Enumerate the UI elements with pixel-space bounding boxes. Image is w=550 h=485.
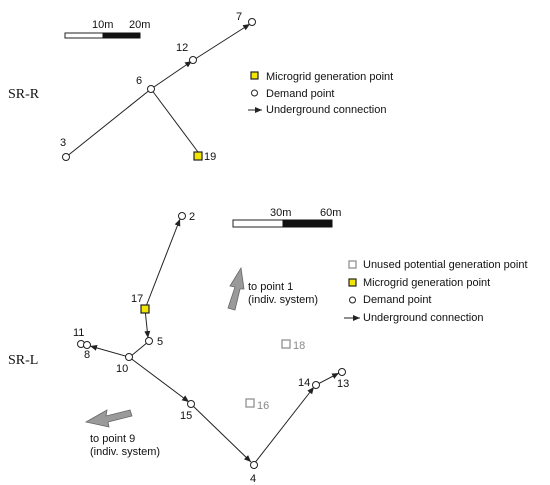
demand-node-8 [83, 341, 91, 349]
node-label-5: 5 [157, 336, 163, 348]
node-label-13: 13 [337, 378, 349, 390]
legend-unused-label: Unused potential generation point [363, 259, 528, 271]
node-label-17: 17 [131, 293, 143, 305]
edge-15-4 [190, 403, 252, 463]
legend-demand-icon [349, 296, 356, 304]
node-label-14: 14 [298, 377, 310, 389]
node-label-16: 16 [257, 400, 269, 412]
note-to-point-1-line1: to point 1 [248, 281, 293, 293]
legend-demand-label: Demand point [363, 294, 432, 306]
sr-l-diagram: SR-L 30m 60m 2 17 5 10 11 [8, 207, 528, 485]
generation-node-17 [140, 304, 150, 314]
legend-demand-label: Demand point [266, 88, 335, 100]
edge-6-3 [65, 88, 152, 158]
demand-node-3 [62, 153, 70, 161]
edge-10-8 [89, 345, 130, 358]
legend-demand-icon [251, 89, 258, 97]
node-label-4: 4 [250, 473, 256, 485]
edge-4-14 [253, 386, 315, 465]
edge-14-13 [315, 372, 340, 386]
arrow-to-point-9-icon [84, 409, 133, 428]
node-label-11: 11 [73, 327, 84, 339]
node-label-8: 8 [84, 349, 90, 361]
demand-node-15 [187, 400, 195, 408]
scale-label-30m: 30m [270, 207, 291, 219]
sr-r-title: SR-R [8, 87, 40, 102]
unused-node-16 [245, 398, 255, 408]
legend-connection-label: Underground connection [363, 312, 483, 324]
edge-5-10 [130, 341, 149, 357]
demand-node-6 [147, 85, 155, 93]
node-label-19: 19 [204, 151, 216, 163]
legend-generation-label: Microgrid generation point [266, 71, 393, 83]
edge-12-7 [191, 23, 251, 62]
arrow-to-point-1-icon [227, 266, 245, 311]
legend-generation-icon [348, 278, 357, 287]
edge-6-19 [150, 88, 199, 153]
node-label-10: 10 [116, 363, 128, 375]
edge-17-5 [144, 308, 151, 339]
node-label-6: 6 [136, 75, 142, 87]
scale-label-60m: 60m [320, 207, 341, 219]
node-label-2: 2 [189, 211, 195, 223]
legend-generation-label: Microgrid generation point [363, 277, 490, 289]
sr-l-scale-bar: 30m 60m [232, 207, 341, 228]
sr-l-legend: Unused potential generation point Microg… [344, 259, 528, 324]
scale-segment-white [232, 219, 284, 228]
node-label-15: 15 [180, 410, 192, 422]
note-to-point-9-line1: to point 9 [90, 433, 135, 445]
scale-segment-black [282, 219, 333, 228]
unused-node-18 [281, 339, 291, 349]
demand-node-13 [338, 368, 346, 376]
demand-node-2 [178, 212, 186, 220]
demand-node-4 [250, 461, 258, 469]
node-label-18: 18 [293, 340, 305, 352]
node-label-12: 12 [176, 42, 188, 54]
demand-node-12 [189, 56, 197, 64]
demand-node-10 [125, 353, 133, 361]
edge-17-2 [144, 218, 181, 310]
edge-6-12 [150, 60, 193, 90]
sr-l-title: SR-L [8, 353, 38, 368]
sr-r-legend: Microgrid generation point Demand point … [248, 71, 393, 116]
scale-segment-white [64, 32, 104, 39]
node-label-3: 3 [60, 137, 66, 149]
node-label-7: 7 [236, 11, 242, 23]
sr-r-scale-bar: 10m 20m [64, 19, 150, 39]
demand-node-5 [145, 337, 153, 345]
legend-unused-icon [348, 260, 357, 269]
demand-node-14 [312, 381, 320, 389]
note-to-point-1-line2: (indiv. system) [248, 294, 318, 306]
legend-connection-label: Underground connection [266, 104, 386, 116]
note-to-point-9-line2: (indiv. system) [90, 446, 160, 458]
scale-label-20m: 20m [129, 19, 150, 31]
generation-node-19 [193, 151, 203, 161]
demand-node-7 [248, 18, 256, 26]
sr-r-diagram: SR-R 10m 20m 7 12 6 3 19 Microgrid gener… [8, 11, 393, 163]
scale-label-10m: 10m [92, 19, 113, 31]
legend-generation-icon [250, 71, 259, 80]
scale-segment-black [102, 32, 141, 39]
edge-10-15 [128, 356, 190, 403]
